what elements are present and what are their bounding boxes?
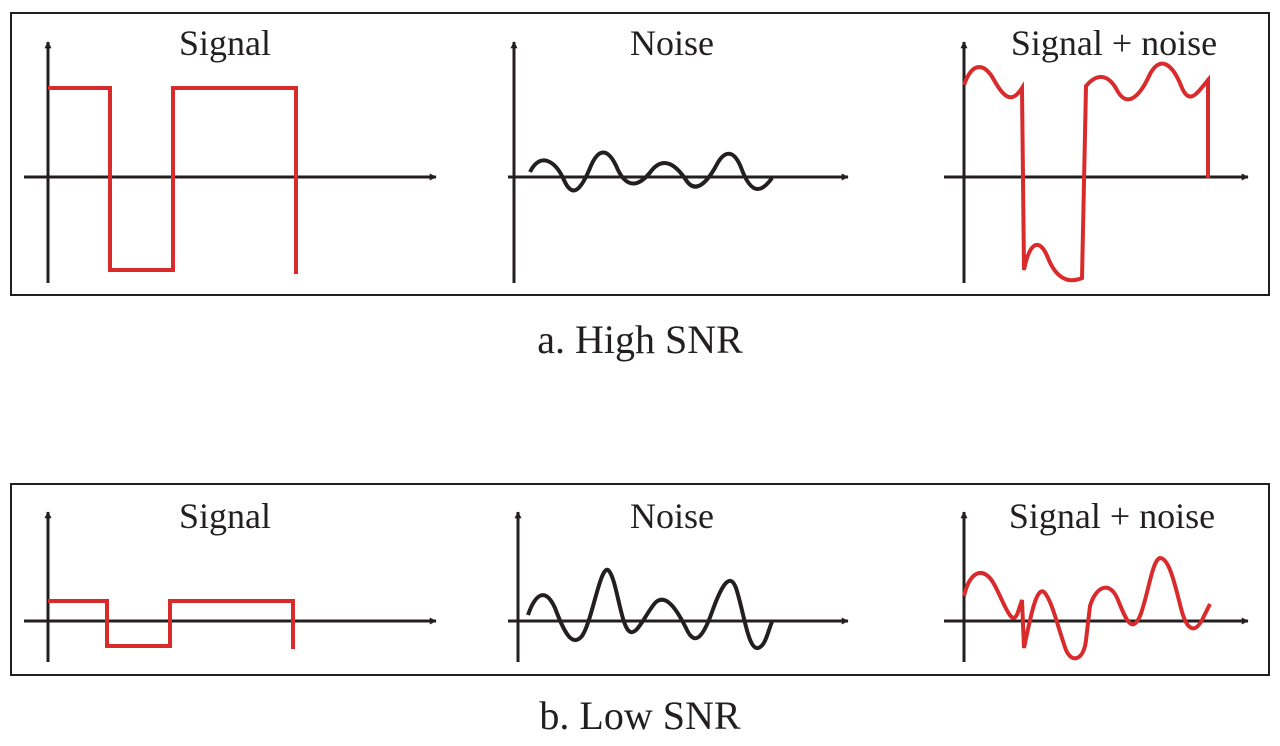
signal-plus-noise-wave (962, 61, 1210, 283)
plot-title-signal: Signal (178, 496, 272, 536)
signal-plus-noise-wave (962, 555, 1212, 661)
low-snr-panel (10, 483, 1270, 676)
noise-wave (528, 150, 774, 193)
low-snr-sum-plot (944, 511, 1249, 662)
low-snr-noise-plot (508, 511, 849, 662)
noise-wave (526, 567, 774, 650)
high-snr-signal-plot (24, 41, 437, 283)
signal-wave (48, 86, 298, 274)
low-snr-signal-plot (24, 511, 437, 662)
high-snr-panel (10, 12, 1270, 296)
plot-title-signal: Signal (178, 23, 272, 63)
plot-title-noise: Noise (630, 23, 714, 63)
plot-title-signal-plus-noise: Signal + noise (1008, 496, 1216, 536)
caption-high-snr: a. High SNR (537, 317, 743, 362)
high-snr-noise-plot (508, 41, 849, 283)
plot-title-noise: Noise (630, 496, 714, 536)
plot-title-signal-plus-noise: Signal + noise (1010, 23, 1218, 63)
signal-wave (48, 599, 295, 649)
high-snr-sum-plot (944, 41, 1249, 283)
caption-low-snr: b. Low SNR (539, 693, 741, 738)
